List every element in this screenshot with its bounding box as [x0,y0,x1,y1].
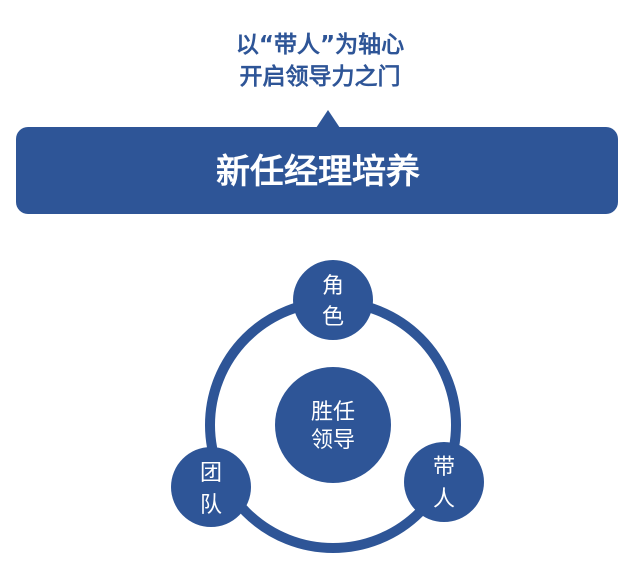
center-line1: 胜任 [311,400,355,425]
node-lead-people [404,442,484,522]
node-role-line1: 角 [322,274,344,299]
center-line2: 领导 [311,428,355,453]
banner-pointer [316,110,340,128]
node-team-line2: 队 [200,493,222,518]
node-team-line1: 团 [200,461,222,486]
node-lead-people-line1: 带 [433,455,455,480]
page-title: 新任经理培养 [216,152,420,192]
node-role-line2: 色 [322,305,344,330]
node-team [171,447,251,527]
node-role [293,260,373,340]
node-lead-people-line2: 人 [433,487,455,512]
center-circle [275,367,391,483]
subtitle-line2: 开启领导力之门 [240,63,401,90]
subtitle-line1: 以“带人”为轴心 [236,31,404,58]
title-banner [16,127,618,214]
